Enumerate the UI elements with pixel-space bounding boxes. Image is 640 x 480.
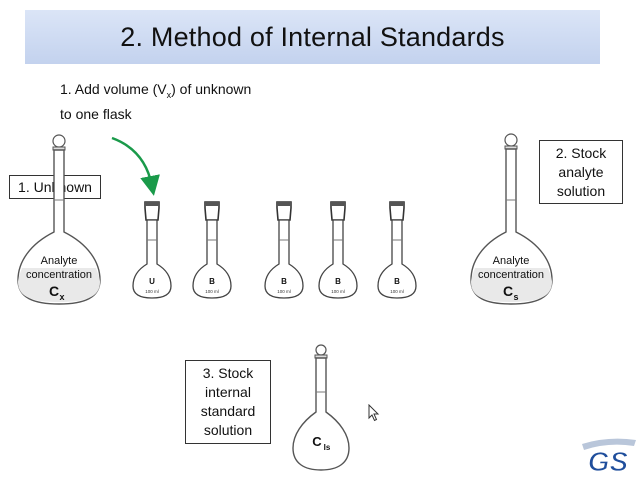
unknown-flask-symbol: C (49, 283, 59, 299)
small-flask-letter: B (209, 277, 215, 286)
stock-analyte-flask-symbol: C (503, 283, 513, 299)
slide-title-bar: 2. Method of Internal Standards (25, 10, 600, 64)
gs-logo: GS (582, 438, 636, 478)
unknown-flask-line1: Analyte (41, 255, 78, 267)
unknown-flask-line2: concentration (26, 269, 92, 281)
small-flask-letter: B (394, 277, 400, 286)
unknown-flask-symbol-sub: x (59, 292, 64, 302)
gs-logo-text: GS (588, 446, 629, 477)
step1-line1-suffix: ) of unknown (171, 81, 252, 97)
step1-line2: to one flask (60, 105, 132, 122)
step1-line1-prefix: 1. Add volume (V (60, 81, 167, 97)
internal-standard-flask: C Is (292, 344, 350, 471)
small-flask-letter: U (149, 277, 155, 286)
stock-internal-label-box: 3. Stock internal standard solution (185, 360, 271, 444)
transfer-arrow (111, 136, 160, 196)
stock-internal-line4: solution (203, 422, 253, 438)
small-flask: B 100 ml (318, 201, 358, 299)
small-flask: B 100 ml (192, 201, 232, 299)
small-flask-volume: 100 ml (205, 289, 219, 294)
stock-internal-line2: internal (205, 384, 251, 400)
stock-analyte-line1: 2. Stock (555, 144, 607, 161)
step1-line1-sub: x (166, 89, 172, 100)
small-flask-volume: 100 ml (331, 289, 345, 294)
stock-analyte-line2: analyte (558, 163, 604, 180)
stock-analyte-flask-line2: concentration (478, 269, 544, 281)
small-flask-letter: B (335, 277, 341, 286)
stock-analyte-label-box: 2. Stock analyte solution (539, 140, 623, 204)
small-flask: B 100 ml (377, 201, 417, 299)
small-flask-group: U 100 ml B 100 ml B 100 ml B 100 ml B 100 ml (132, 201, 417, 299)
small-flask-volume: 100 ml (145, 289, 159, 294)
stock-internal-line1: 3. Stock (202, 365, 254, 381)
step1-instruction: 1. Add volume (Vx) of unknown to one fla… (60, 80, 290, 124)
small-flask: B 100 ml (264, 201, 304, 299)
mouse-cursor-icon (368, 404, 380, 422)
stock-analyte-flask-symbol-sub: s (513, 292, 518, 302)
small-flask-volume: 100 ml (277, 289, 291, 294)
internal-flask-symbol: C (312, 434, 322, 449)
stock-analyte-flask-line1: Analyte (493, 255, 530, 267)
stock-analyte-line3: solution (556, 182, 606, 199)
stock-internal-line3: standard (200, 403, 256, 419)
small-flask: U 100 ml (132, 201, 172, 299)
internal-flask-symbol-sub: Is (324, 443, 331, 452)
slide-title: 2. Method of Internal Standards (120, 21, 505, 52)
small-flask-letter: B (281, 277, 287, 286)
unknown-flask: Analyte concentration C x (17, 134, 101, 305)
small-flask-volume: 100 ml (390, 289, 404, 294)
stock-analyte-flask: Analyte concentration C s (470, 133, 553, 305)
